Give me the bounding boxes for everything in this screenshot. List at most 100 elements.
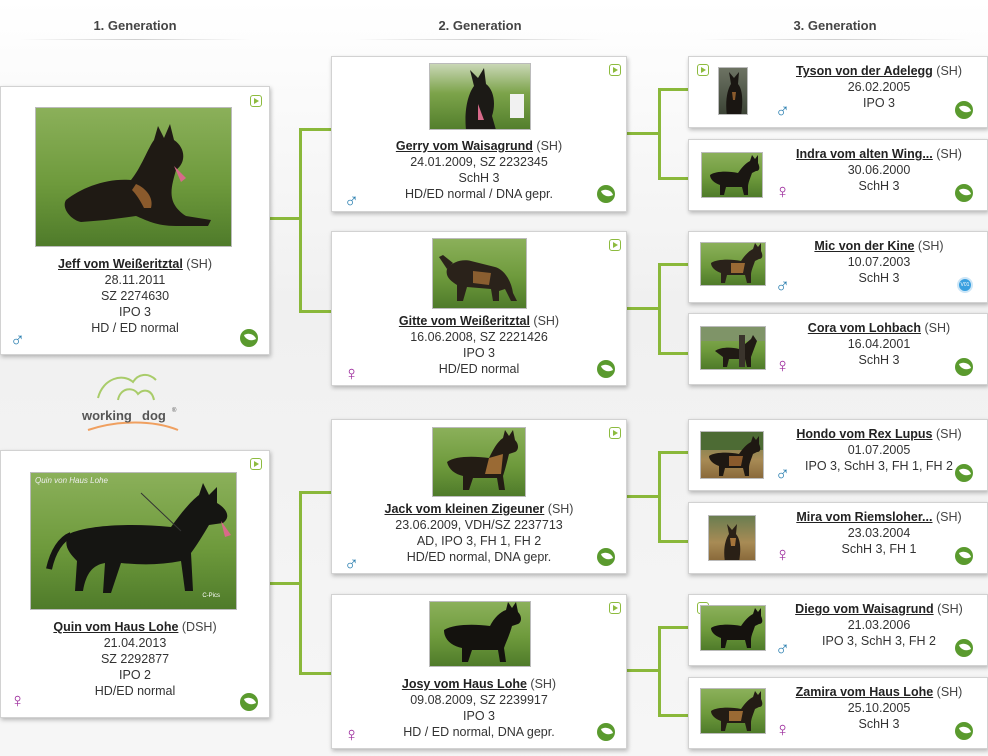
pedigree-card-gen3[interactable]: Mira vom Riemsloher... (SH) 23.03.2004 S…	[688, 502, 988, 574]
dog-name-link[interactable]: Mira vom Riemsloher...	[796, 510, 933, 524]
dog-info: Jeff vom Weißeritztal (SH) 28.11.2011 SZ…	[1, 256, 269, 336]
dog-name-link[interactable]: Josy vom Haus Lohe	[401, 677, 527, 691]
pedigree-card-dam-dam[interactable]: Josy vom Haus Lohe (SH) 09.08.2009, SZ 2…	[331, 594, 627, 749]
dog-name-link[interactable]: Tyson von der Adelegg	[795, 64, 933, 78]
female-icon: ♀	[775, 544, 790, 566]
dog-photo[interactable]	[429, 601, 531, 667]
dog-name-link[interactable]: Gitte vom Weißeritztal	[398, 314, 530, 328]
dog-name-link[interactable]: Indra vom alten Wing...	[796, 147, 933, 161]
dog-name-link[interactable]: Diego vom Waisagrund	[795, 602, 934, 616]
dog-name-link[interactable]: Gerry vom Waisagrund	[395, 139, 533, 153]
dog-photo[interactable]	[429, 63, 531, 130]
connector	[299, 491, 302, 675]
leaf-link-icon[interactable]	[955, 547, 973, 565]
dog-photo[interactable]	[432, 238, 527, 309]
dog-info-line: IPO 2	[119, 668, 151, 682]
leaf-link-icon[interactable]	[240, 329, 258, 347]
dog-silhouette	[465, 68, 524, 129]
leaf-link-icon[interactable]	[597, 548, 615, 566]
play-icon[interactable]	[609, 427, 621, 439]
play-icon[interactable]	[609, 602, 621, 614]
leaf-link-icon[interactable]	[955, 358, 973, 376]
title-badge-icon[interactable]: V01	[957, 277, 973, 293]
female-icon: ♀	[775, 181, 790, 203]
pedigree-card-dam-sire[interactable]: Jack vom kleinen Zigeuner (SH) 23.06.200…	[331, 419, 627, 574]
play-icon[interactable]	[609, 239, 621, 251]
leaf-link-icon[interactable]	[955, 722, 973, 740]
connector	[658, 88, 661, 180]
pedigree-card-gen3[interactable]: Indra vom alten Wing... (SH) 30.06.2000 …	[688, 139, 988, 211]
play-icon[interactable]	[250, 458, 262, 470]
dog-info-line: HD/ED normal, DNA gepr.	[406, 550, 552, 564]
dog-info-line: IPO 3	[863, 96, 895, 110]
pedigree-card-gen3[interactable]: Hondo vom Rex Lupus (SH) 01.07.2005 IPO …	[688, 419, 988, 491]
leaf-link-icon[interactable]	[955, 639, 973, 657]
leaf-link-icon[interactable]	[240, 693, 258, 711]
dog-info-line: HD/ED normal / DNA gepr.	[405, 187, 553, 201]
dog-name-link[interactable]: Zamira vom Haus Lohe	[795, 685, 934, 699]
dog-photo[interactable]	[718, 67, 748, 115]
dog-photo[interactable]	[701, 152, 763, 198]
dog-photo[interactable]	[700, 242, 766, 286]
dog-name-link[interactable]: Jack vom kleinen Zigeuner	[384, 502, 545, 516]
svg-text:dog: dog	[142, 408, 166, 423]
dog-photo[interactable]	[432, 427, 526, 497]
dog-breed: (SH)	[935, 427, 962, 441]
dog-info: Tyson von der Adelegg (SH) 26.02.2005 IP…	[779, 63, 979, 111]
dog-info-line: IPO 3	[463, 709, 495, 723]
dog-name-link[interactable]: Mic von der Kine	[814, 239, 915, 253]
leaf-link-icon[interactable]	[597, 185, 615, 203]
male-icon: ♂	[775, 100, 790, 122]
dog-info-line: 21.04.2013	[103, 636, 167, 650]
pedigree-card-gen3[interactable]: Tyson von der Adelegg (SH) 26.02.2005 IP…	[688, 56, 988, 128]
dog-breed: (SH)	[937, 602, 963, 616]
dog-breed: (SH)	[936, 685, 963, 699]
leaf-link-icon[interactable]	[597, 360, 615, 378]
play-icon[interactable]	[697, 64, 709, 76]
leaf-link-icon[interactable]	[955, 101, 973, 119]
dog-photo[interactable]	[700, 431, 764, 479]
dog-info-line: HD / ED normal, DNA gepr.	[403, 725, 555, 739]
female-icon: ♀	[775, 719, 790, 741]
dog-info-line: SZ 2274630	[100, 289, 170, 303]
dog-silhouette	[726, 72, 743, 114]
dog-info: Diego vom Waisagrund (SH) 21.03.2006 IPO…	[779, 601, 979, 649]
pedigree-card-gen3[interactable]: Diego vom Waisagrund (SH) 21.03.2006 IPO…	[688, 594, 988, 666]
dog-info: Mira vom Riemsloher... (SH) 23.03.2004 S…	[779, 509, 979, 557]
dog-breed: (SH)	[936, 147, 962, 161]
dog-info-line: HD / ED normal	[91, 321, 179, 335]
dog-info-line: 24.01.2009, SZ 2232345	[410, 155, 548, 169]
pedigree-card-dam[interactable]: Quin von Haus Lohe C-Pics Quin vom Haus …	[0, 450, 270, 718]
dog-photo[interactable]: Quin von Haus Lohe C-Pics	[30, 472, 237, 610]
dog-photo[interactable]	[700, 326, 766, 370]
dog-name-link[interactable]: Quin vom Haus Lohe	[53, 620, 179, 634]
dog-photo[interactable]	[700, 688, 766, 734]
play-icon[interactable]	[609, 64, 621, 76]
dog-photo[interactable]	[35, 107, 232, 247]
pedigree-card-gen3[interactable]: Mic von der Kine (SH) 10.07.2003 SchH 3 …	[688, 231, 988, 303]
leaf-link-icon[interactable]	[955, 184, 973, 202]
pedigree-card-sire-dam[interactable]: Gitte vom Weißeritztal (SH) 16.06.2008, …	[331, 231, 627, 386]
dog-photo[interactable]	[708, 515, 756, 561]
dog-photo[interactable]	[700, 605, 766, 651]
dog-info-line: HD/ED normal	[438, 362, 520, 376]
dog-name-link[interactable]: Jeff vom Weißeritztal	[58, 257, 183, 271]
pedigree-card-sire[interactable]: Jeff vom Weißeritztal (SH) 28.11.2011 SZ…	[0, 86, 270, 355]
svg-text:®: ®	[172, 407, 177, 414]
dog-info: Quin vom Haus Lohe (DSH) 21.04.2013 SZ 2…	[1, 619, 269, 699]
pedigree-card-sire-sire[interactable]: Gerry vom Waisagrund (SH) 24.01.2009, SZ…	[331, 56, 627, 212]
pedigree-card-gen3[interactable]: Zamira vom Haus Lohe (SH) 25.10.2005 Sch…	[688, 677, 988, 749]
dog-name-link[interactable]: Hondo vom Rex Lupus	[796, 427, 933, 441]
dog-silhouette	[444, 602, 521, 662]
dog-info-line: SZ 2292877	[100, 652, 170, 666]
leaf-link-icon[interactable]	[955, 464, 973, 482]
dog-info-line: 01.07.2005	[847, 443, 911, 457]
dog-info-line: IPO 3	[463, 346, 495, 360]
leaf-link-icon[interactable]	[597, 723, 615, 741]
play-icon[interactable]	[250, 95, 262, 107]
dog-name-link[interactable]: Cora vom Lohbach	[807, 321, 922, 335]
pedigree-card-gen3[interactable]: Cora vom Lohbach (SH) 16.04.2001 SchH 3 …	[688, 313, 988, 385]
header-generation-2: 2. Generation	[355, 18, 605, 40]
dog-info: Gitte vom Weißeritztal (SH) 16.06.2008, …	[332, 313, 626, 377]
dog-silhouette	[710, 155, 760, 195]
